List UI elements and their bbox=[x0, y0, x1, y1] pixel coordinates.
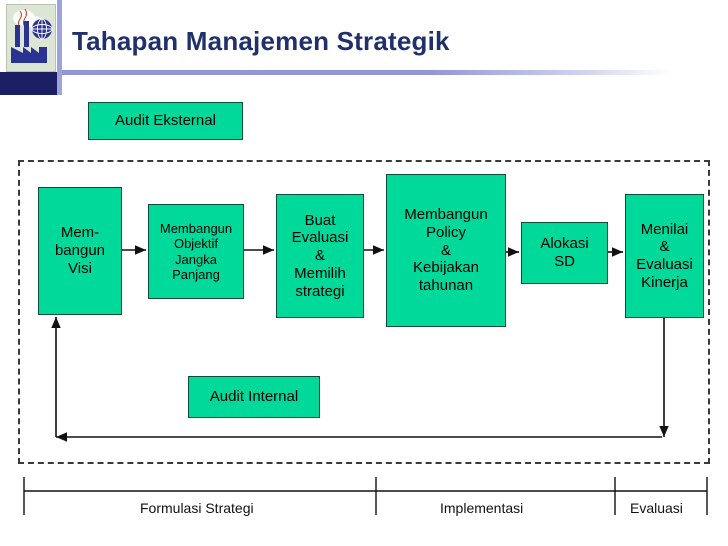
dashed-process-boundary bbox=[18, 160, 710, 464]
phase-label-formulasi: Formulasi Strategi bbox=[140, 500, 254, 516]
box-audit-eksternal-label: Audit Eksternal bbox=[115, 112, 216, 130]
box-audit-internal[interactable]: Audit Internal bbox=[188, 376, 320, 418]
phase-label-implementasi: Implementasi bbox=[440, 500, 524, 516]
box-audit-eksternal[interactable]: Audit Eksternal bbox=[88, 102, 243, 140]
page-title: Tahapan Manajemen Strategik bbox=[72, 26, 450, 56]
logo-right-edge bbox=[57, 0, 62, 95]
phase-label-evaluasi: Evaluasi bbox=[630, 500, 683, 516]
box-audit-internal-label: Audit Internal bbox=[209, 388, 299, 406]
logo-lower-block bbox=[0, 72, 60, 95]
title-underline-rule bbox=[62, 70, 672, 75]
